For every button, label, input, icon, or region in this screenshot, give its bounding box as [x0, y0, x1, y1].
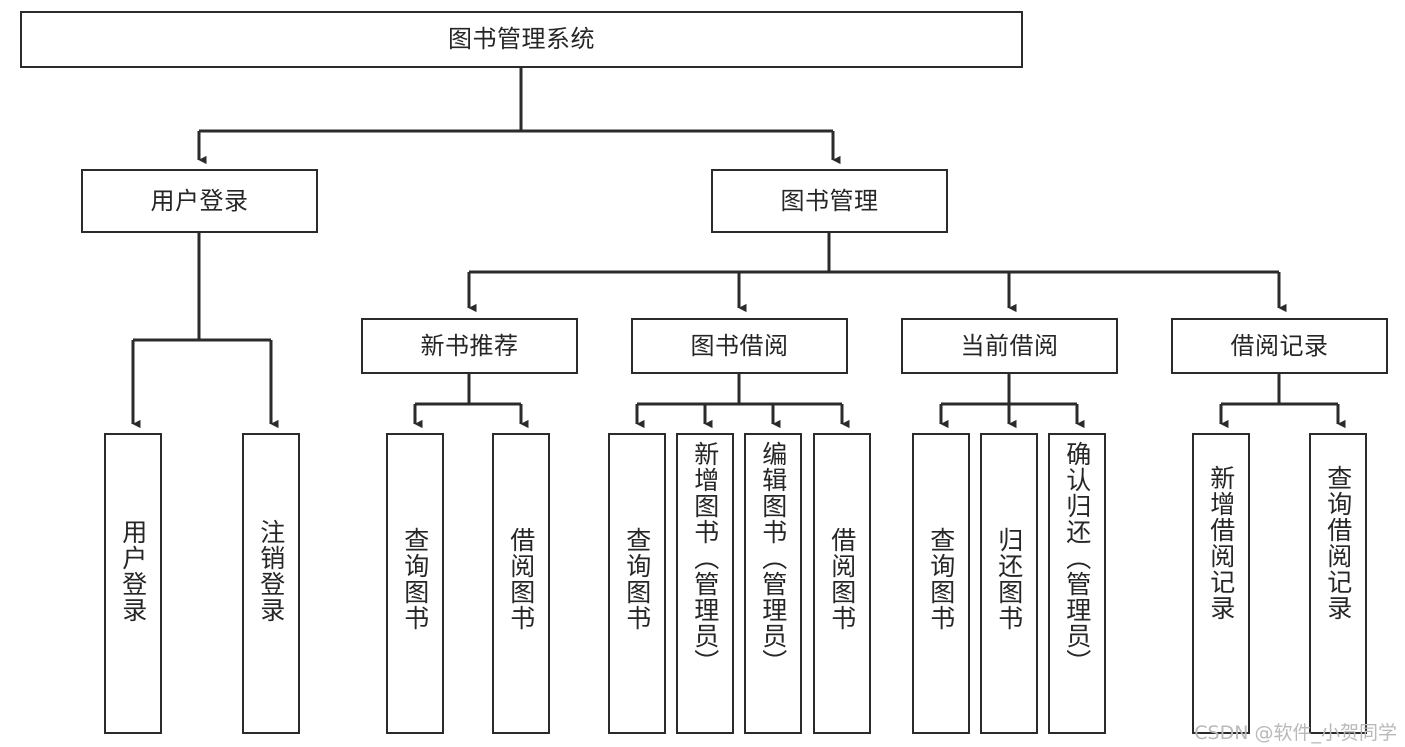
- node-leaf-current-borrow-1-label: 查询图书: [926, 527, 956, 631]
- node-book-management-label: 图书管理: [780, 186, 879, 215]
- node-leaf-current-borrow-2-label: 归还图书: [994, 527, 1024, 631]
- node-leaf-new-book-1[interactable]: 查询图书: [386, 433, 444, 734]
- node-user-login-label: 用户登录: [150, 186, 249, 215]
- node-leaf-book-borrow-3[interactable]: 编辑图书（管理员）: [744, 433, 802, 734]
- node-book-borrow[interactable]: 图书借阅: [631, 318, 848, 374]
- node-leaf-user-login-1-label: 用户登录: [118, 519, 148, 623]
- node-leaf-book-borrow-4-label: 借阅图书: [827, 527, 857, 631]
- node-borrow-record[interactable]: 借阅记录: [1171, 318, 1388, 374]
- node-leaf-book-borrow-2[interactable]: 新增图书（管理员）: [676, 433, 734, 734]
- node-leaf-current-borrow-3-label: 确认归还（管理员）: [1062, 441, 1092, 675]
- node-leaf-new-book-1-label: 查询图书: [400, 527, 430, 631]
- node-leaf-borrow-record-2[interactable]: 查询借阅记录: [1309, 433, 1367, 734]
- node-book-borrow-label: 图书借阅: [690, 331, 789, 360]
- node-current-borrow[interactable]: 当前借阅: [901, 318, 1118, 374]
- node-book-management[interactable]: 图书管理: [711, 169, 948, 233]
- node-user-login[interactable]: 用户登录: [81, 169, 318, 233]
- node-leaf-current-borrow-3[interactable]: 确认归还（管理员）: [1048, 433, 1106, 734]
- node-leaf-user-login-2[interactable]: 注销登录: [242, 433, 300, 734]
- node-leaf-current-borrow-1[interactable]: 查询图书: [912, 433, 970, 734]
- node-current-borrow-label: 当前借阅: [960, 331, 1059, 360]
- node-leaf-borrow-record-1-label: 新增借阅记录: [1206, 465, 1236, 621]
- node-leaf-book-borrow-1-label: 查询图书: [622, 527, 652, 631]
- node-new-book-recommend[interactable]: 新书推荐: [361, 318, 578, 374]
- node-leaf-book-borrow-3-label: 编辑图书（管理员）: [758, 441, 788, 675]
- node-leaf-book-borrow-1[interactable]: 查询图书: [608, 433, 666, 734]
- node-leaf-book-borrow-2-label: 新增图书（管理员）: [690, 441, 720, 675]
- node-leaf-book-borrow-4[interactable]: 借阅图书: [813, 433, 871, 734]
- node-borrow-record-label: 借阅记录: [1230, 331, 1329, 360]
- node-leaf-user-login-1[interactable]: 用户登录: [104, 433, 162, 734]
- node-root-label: 图书管理系统: [448, 25, 595, 54]
- node-leaf-borrow-record-1[interactable]: 新增借阅记录: [1192, 433, 1250, 734]
- node-leaf-current-borrow-2[interactable]: 归还图书: [980, 433, 1038, 734]
- node-leaf-new-book-2[interactable]: 借阅图书: [492, 433, 550, 734]
- node-new-book-recommend-label: 新书推荐: [420, 331, 519, 360]
- node-root-system[interactable]: 图书管理系统: [20, 11, 1023, 68]
- node-leaf-borrow-record-2-label: 查询借阅记录: [1323, 465, 1353, 621]
- node-leaf-new-book-2-label: 借阅图书: [506, 527, 536, 631]
- node-leaf-user-login-2-label: 注销登录: [256, 519, 286, 623]
